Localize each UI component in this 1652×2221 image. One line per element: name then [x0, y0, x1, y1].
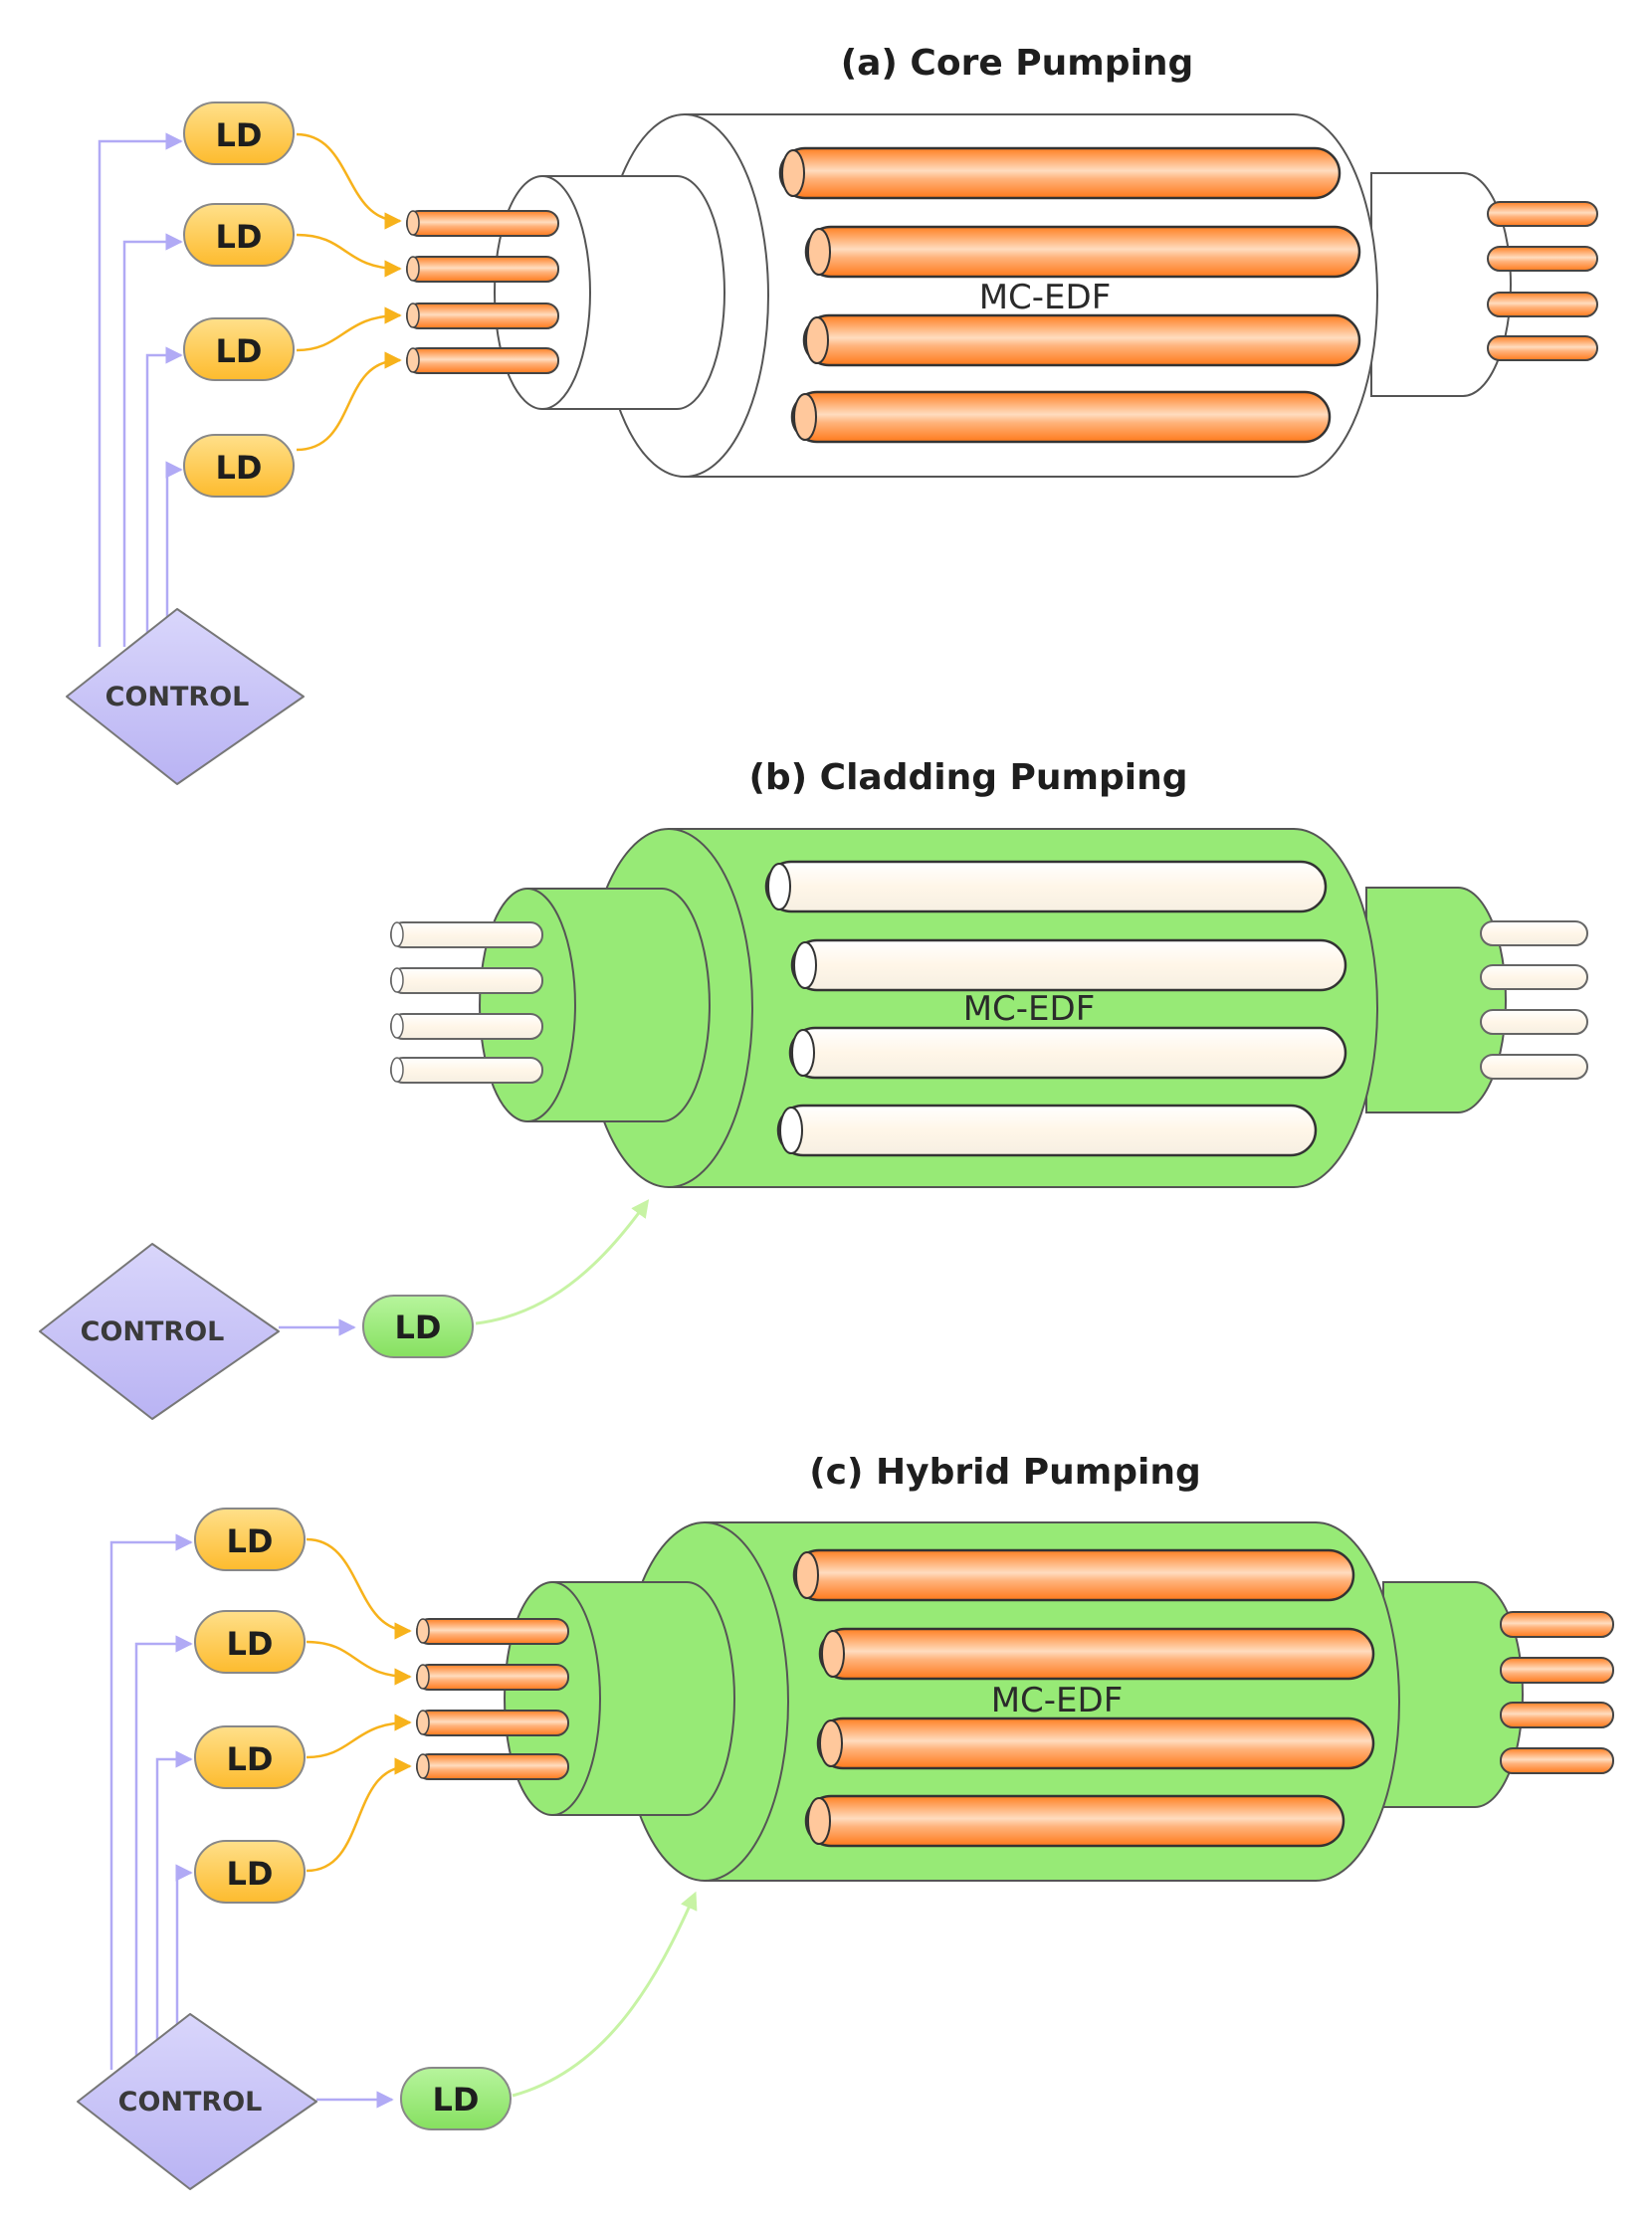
fiber-core	[804, 1794, 1345, 1848]
fiber-label: MC-EDF	[963, 989, 1096, 1029]
output-core-fibers	[1500, 1611, 1614, 1774]
core-laser-diode: LD	[194, 1725, 306, 1789]
control-label: CONTROL	[81, 1316, 225, 1347]
core-laser-diode: LD	[194, 1840, 306, 1904]
fiber-core	[804, 225, 1361, 279]
fiber-core	[790, 390, 1332, 444]
ld-label: LD	[216, 332, 263, 370]
input-core-fibers	[416, 1618, 569, 1780]
core-laser-diode: LD	[183, 317, 295, 381]
fiber-cores	[792, 1548, 1375, 1848]
core-laser-diode: LD	[183, 101, 295, 165]
output-core-fibers	[1480, 920, 1588, 1080]
ld-label: LD	[216, 218, 263, 256]
output-core-fibers	[1487, 201, 1598, 361]
panel-title: (c) Hybrid Pumping	[809, 1452, 1201, 1493]
output-stub	[1382, 1581, 1614, 1808]
panel-core-pumping: (a) Core Pumping	[66, 43, 1598, 785]
ld-label: LD	[227, 1522, 274, 1560]
fiber-label: MC-EDF	[991, 1681, 1124, 1720]
control-signal-lines	[109, 1533, 394, 2109]
control-unit: CONTROL	[66, 608, 305, 785]
fiber-body	[584, 828, 1378, 1188]
ld-label: LD	[227, 1740, 274, 1778]
fiber-label: MC-EDF	[979, 278, 1112, 317]
cladding-pump-line	[512, 1891, 698, 2098]
ld-label: LD	[433, 2081, 480, 2119]
control-signal-lines	[98, 132, 183, 647]
ld-label: LD	[395, 1309, 442, 1346]
fiber-core	[802, 313, 1361, 367]
panel-cladding-pumping: (b) Cladding Pumping	[39, 757, 1588, 1420]
core-laser-diode: LD	[194, 1508, 306, 1571]
panel-title: (b) Cladding Pumping	[748, 757, 1187, 798]
control-label: CONTROL	[118, 2087, 263, 2118]
control-label: CONTROL	[105, 682, 250, 712]
fiber-core	[792, 1548, 1355, 1602]
cladding-laser-diode: LD	[362, 1295, 474, 1358]
control-unit: CONTROL	[77, 2013, 317, 2190]
output-stub	[1370, 172, 1598, 397]
fiber-core	[816, 1716, 1375, 1770]
panel-hybrid-pumping: (c) Hybrid Pumping	[77, 1452, 1614, 2190]
output-stub	[1365, 887, 1588, 1113]
core-laser-diode: LD	[183, 434, 295, 498]
fiber-core	[788, 1026, 1347, 1080]
fiber-core	[778, 146, 1342, 200]
cladding-laser-diode: LD	[400, 2067, 512, 2130]
fiber-cores	[764, 860, 1347, 1157]
input-core-fibers	[390, 921, 543, 1084]
core-laser-diode: LD	[183, 203, 295, 267]
ld-label: LD	[216, 449, 263, 487]
fiber-core	[818, 1627, 1375, 1681]
fiber-core	[776, 1104, 1318, 1157]
fiber-core	[764, 860, 1328, 913]
ld-label: LD	[227, 1625, 274, 1663]
panel-title: (a) Core Pumping	[841, 43, 1194, 84]
input-core-fibers	[406, 210, 559, 374]
control-unit: CONTROL	[39, 1243, 280, 1420]
ld-label: LD	[216, 116, 263, 154]
pump-lines	[306, 1537, 412, 1873]
fiber-core	[790, 938, 1347, 992]
fiber-cores	[778, 146, 1361, 444]
pump-lines	[296, 132, 402, 452]
core-laser-diode: LD	[194, 1610, 306, 1674]
cladding-pump-line	[475, 1199, 650, 1325]
ld-label: LD	[227, 1855, 274, 1893]
